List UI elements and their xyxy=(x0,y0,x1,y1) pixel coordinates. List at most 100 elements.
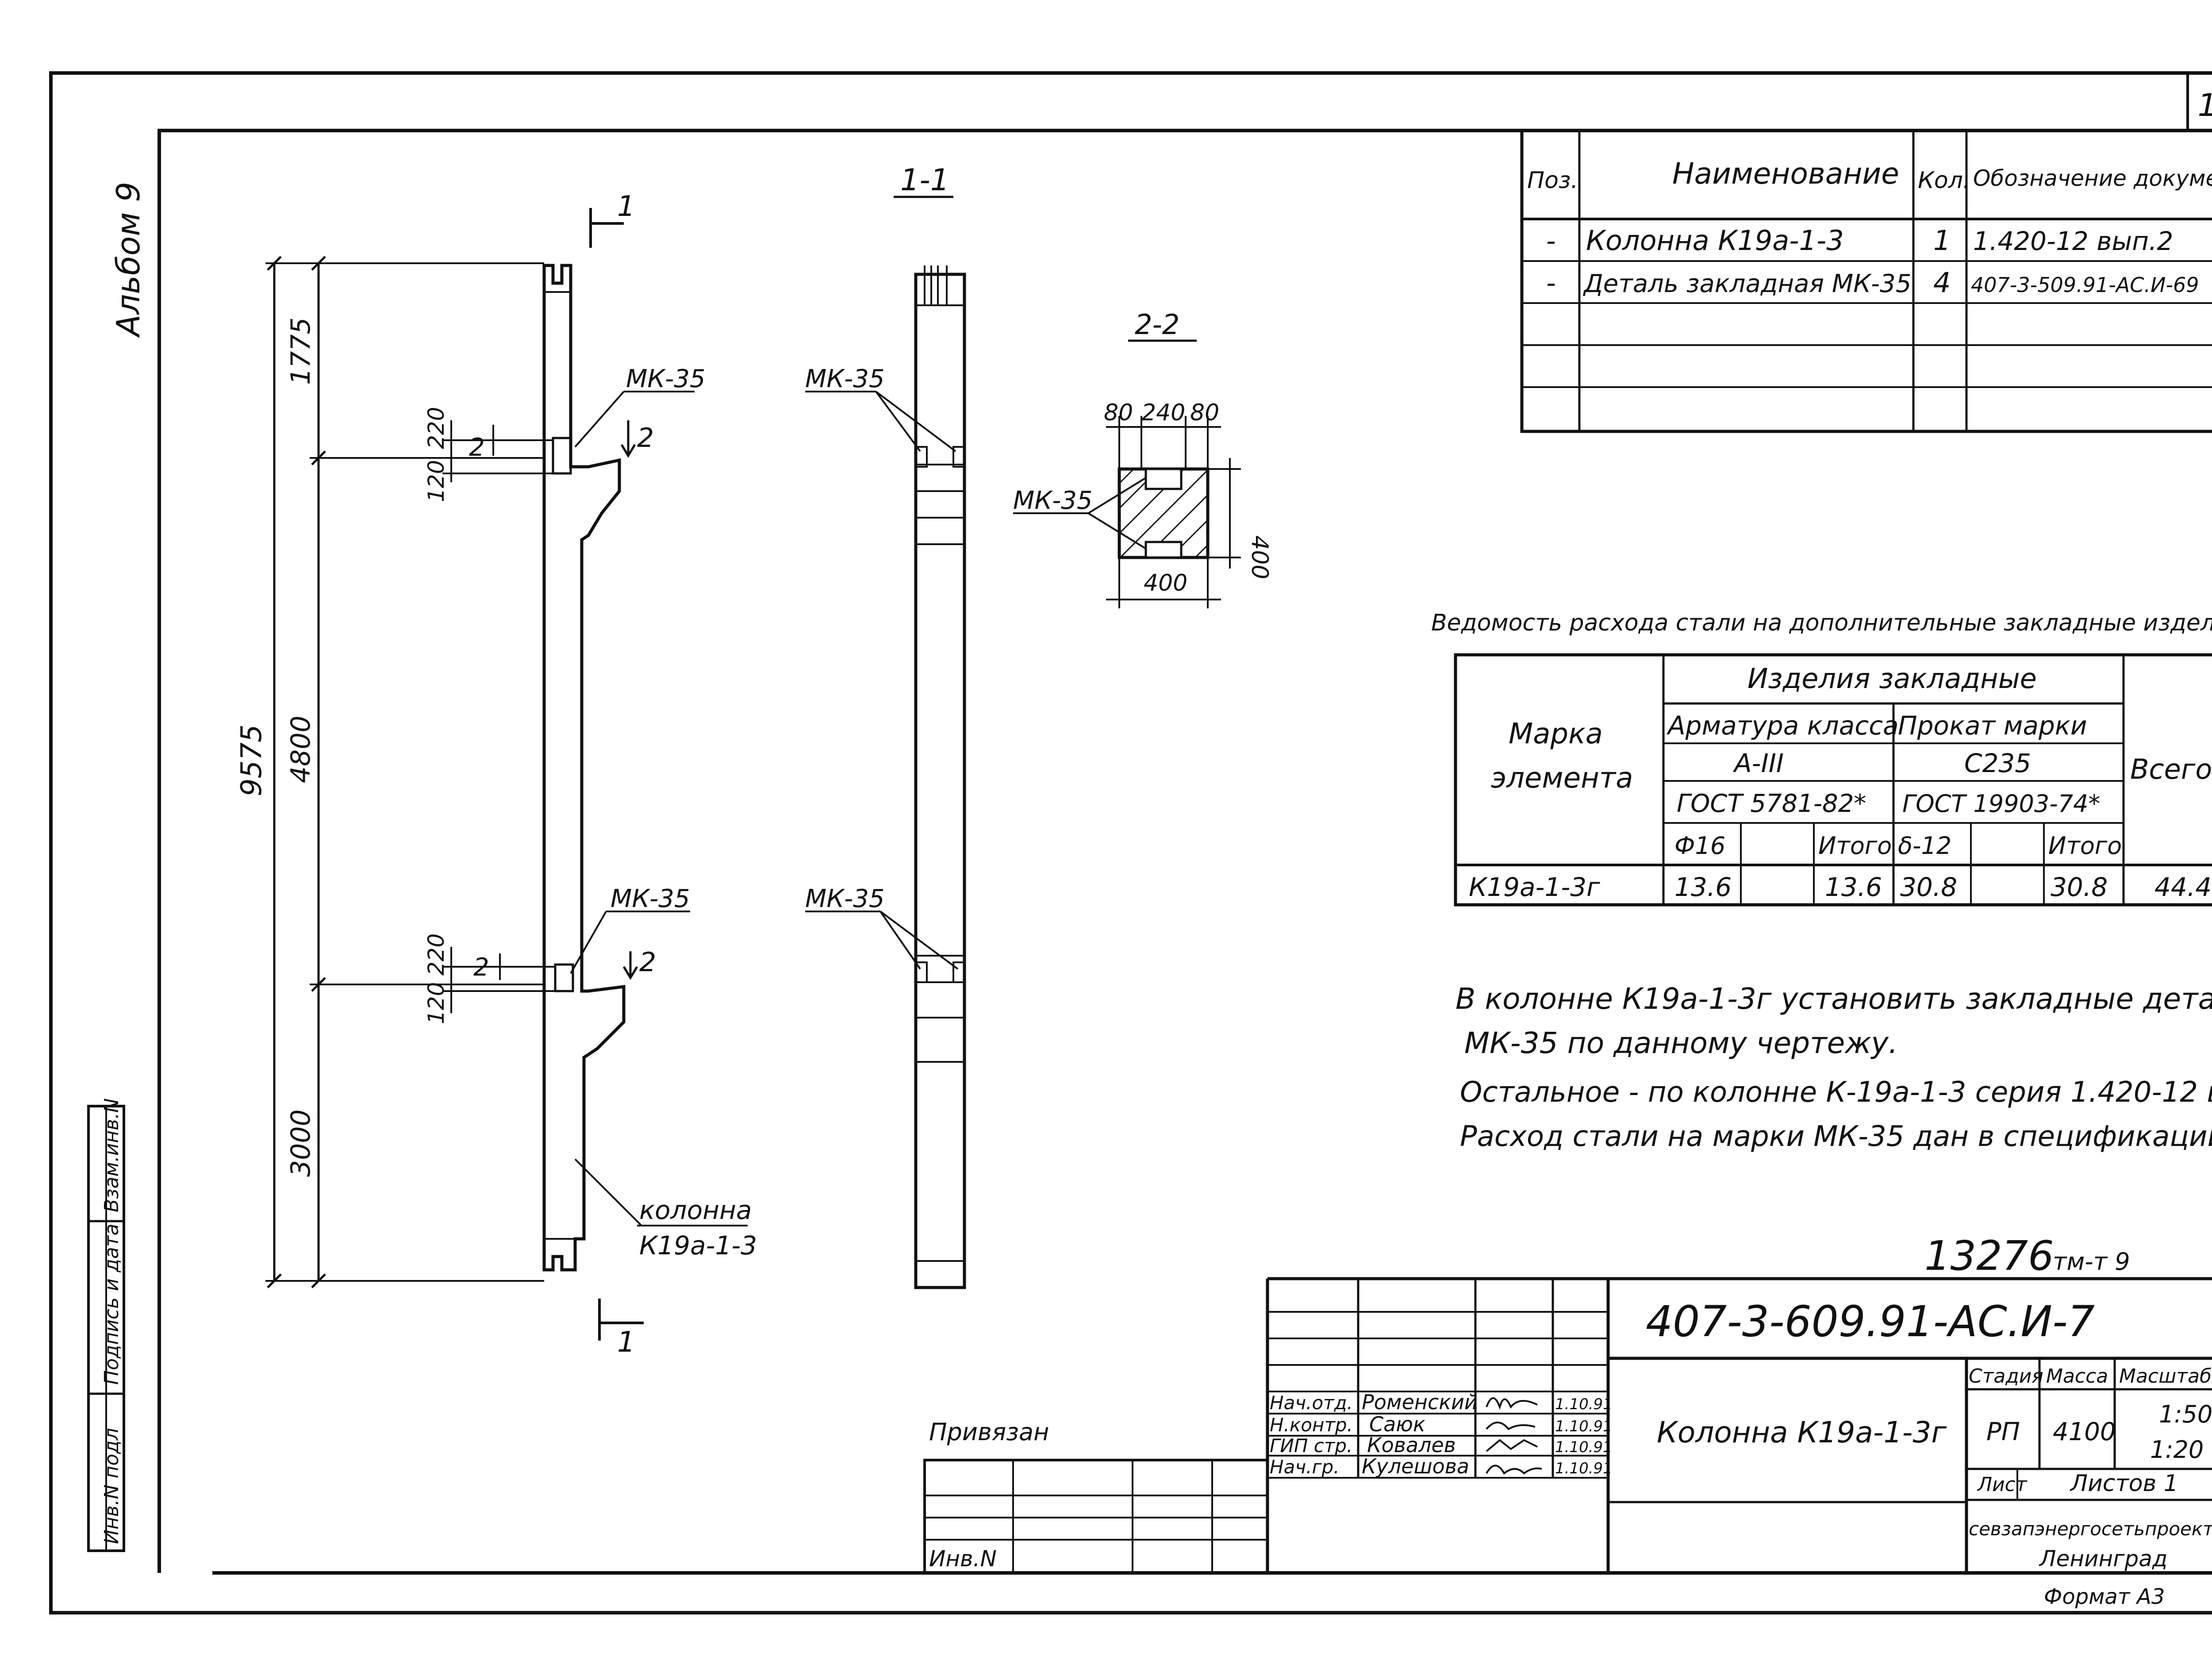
spec-header-qty: Кол. xyxy=(1918,167,1970,194)
outer-frame xyxy=(49,71,2212,1614)
org-name: севзапэнергосетьпроект xyxy=(1969,1518,2212,1540)
steel-row-total-2: 30.8 xyxy=(2051,872,2108,902)
steel-row-mark: К19а-1-3г xyxy=(1469,872,1600,902)
note-line-3: Остальное - по колонне К-19а-1-3 серия 1… xyxy=(1460,1076,2212,1109)
org-city: Ленинград xyxy=(2039,1546,2167,1572)
steel-sub-total-2: Итого xyxy=(2048,832,2122,860)
upper-part-label: МК-35 xyxy=(626,365,706,393)
spec-row-1-pos: - xyxy=(1546,226,1556,257)
steel-sub-total-1: Итого xyxy=(1818,832,1892,860)
archive-suffix: тм-т 9 xyxy=(2053,1248,2130,1276)
doc-code: 407-3-609.91-АС.И-7 xyxy=(1646,1297,2095,1346)
steel-sub-phi16: Ф16 xyxy=(1674,832,1725,860)
spec-row-2-name: Деталь закладная МК-35 xyxy=(1582,269,1911,298)
spec-header-pos: Поз. xyxy=(1527,167,1578,194)
section-mark-top: 1 xyxy=(617,190,635,223)
format-label: Формат А3 xyxy=(2044,1584,2165,1609)
steel-row-grand-total: 44.4 xyxy=(2154,872,2212,902)
sidebar-stamp: Инв.N подл Подпись и дата Взам.инв.N xyxy=(87,1098,125,1552)
section-2-2-dim-width: 400 xyxy=(1144,570,1187,596)
steel-row-phi16: 13.6 xyxy=(1674,872,1732,902)
sign-date-2: 1.10.91 xyxy=(1555,1418,1613,1435)
header-scale: Масштаб xyxy=(2119,1365,2212,1388)
lower-dim-2: 2 xyxy=(473,953,489,982)
scale-value-2: 1:20 xyxy=(2150,1436,2204,1464)
scale-value-1: 1:50 xyxy=(2159,1400,2212,1428)
spec-table: Поз. Наименование Кол. Обозначение докум… xyxy=(1520,129,2212,433)
sign-date-4: 1.10.91 xyxy=(1555,1460,1613,1477)
spec-row-1-qty: 1 xyxy=(1933,224,1951,257)
title-block: 407-3-609.91-АС.И-7 Колонна К19а-1-3г Ст… xyxy=(923,1277,2212,1574)
header-stage: Стадия xyxy=(1969,1365,2043,1388)
spec-header-name: Наименование xyxy=(1672,157,1899,191)
inner-frame xyxy=(157,129,2212,1573)
sidebar-label-inv: Инв.N подл xyxy=(100,1428,123,1544)
lower-cut-mark: 2 xyxy=(639,947,656,978)
note-line-1: В колонне К19а-1-3г установить закладные… xyxy=(1455,982,2212,1016)
steel-mark-header-1: Марка xyxy=(1509,718,1603,750)
embed-plate-lower xyxy=(554,963,574,992)
section-2-2-title: 2-2 xyxy=(1135,308,1179,341)
sheet-title: Колонна К19а-1-3г xyxy=(1657,1415,1947,1449)
sidebar-label-replaced: Взам.инв.N xyxy=(100,1098,123,1212)
section-2-2-dim-height: 400 xyxy=(1246,535,1273,579)
lower-dim-120: 120 xyxy=(423,982,449,1024)
section-2-2-part-label: МК-35 xyxy=(1013,486,1093,515)
mass-value: 4100 xyxy=(2053,1418,2116,1446)
spec-row-2-doc: 407-3-509.91-АС.И-69 xyxy=(1971,273,2199,297)
section-1-1-label-upper: МК-35 xyxy=(805,365,885,393)
column-outline xyxy=(542,264,626,1272)
spec-row-1-doc: 1.420-12 вып.2 xyxy=(1973,226,2173,256)
section-2-2-dim-left: 80 xyxy=(1104,400,1133,426)
section-2-2-dim-right: 80 xyxy=(1190,400,1219,426)
sign-role-4: Нач.гр. xyxy=(1270,1456,1340,1478)
sheets-label: Листов 1 xyxy=(2070,1470,2178,1497)
steel-rebar-gost: ГОСТ 5781-82* xyxy=(1677,789,1866,818)
sheet-label: Лист xyxy=(1977,1473,2028,1496)
sign-name-2: Саюк xyxy=(1369,1412,1425,1436)
sidebar-label-signature: Подпись и дата xyxy=(100,1224,123,1385)
sign-role-2: Н.контр. xyxy=(1270,1414,1353,1436)
section-2-2: 2-2 80 240 80 400 400 МК-35 xyxy=(1013,308,1273,608)
inv-no-label: Инв.N xyxy=(929,1546,997,1572)
spec-row-1-name: Колонна К19а-1-3 xyxy=(1586,224,1844,257)
spec-row-2-pos: - xyxy=(1546,268,1556,299)
lower-dim-220: 220 xyxy=(423,934,449,976)
lower-part-label: МК-35 xyxy=(611,884,690,913)
steel-table: Марка элемента Изделия закладные Арматур… xyxy=(1454,653,2212,907)
sign-name-1: Роменский xyxy=(1362,1390,1478,1414)
steel-mark-header-2: элемента xyxy=(1491,762,1633,795)
steel-rebar-grade: А-III xyxy=(1732,748,1784,778)
section-1-1-title: 1-1 xyxy=(900,163,949,198)
steel-rolled-gost: ГОСТ 19903-74* xyxy=(1902,790,2100,818)
sign-date-1: 1.10.91 xyxy=(1555,1395,1613,1413)
upper-dim-2: 2 xyxy=(469,433,485,462)
sign-role-3: ГИП стр. xyxy=(1270,1435,1352,1457)
header-mass: Масса xyxy=(2046,1365,2108,1388)
column-caption-2: К19а-1-3 xyxy=(639,1230,757,1261)
handwritten-signatures xyxy=(1486,1397,1542,1475)
note-line-2: МК-35 по данному чертежу. xyxy=(1464,1026,1898,1060)
sign-name-4: Кулешова xyxy=(1362,1454,1469,1478)
notes: В колонне К19а-1-3г установить закладные… xyxy=(1455,982,2212,1153)
dim-bottom: 3000 xyxy=(285,1109,316,1177)
spec-row-2-qty: 4 xyxy=(1933,266,1951,299)
steel-table-caption: Ведомость расхода стали на дополнительны… xyxy=(1431,610,2212,636)
stage-value: РП xyxy=(1986,1418,2020,1446)
embed-plate-upper xyxy=(552,437,572,475)
steel-row-total-1: 13.6 xyxy=(1825,872,1882,902)
section-1-1: 1-1 МК-35 МК-35 xyxy=(805,163,966,1289)
upper-dim-220: 220 xyxy=(423,407,449,449)
upper-dim-120: 120 xyxy=(423,460,449,502)
steel-total-header: Всего xyxy=(2130,753,2212,785)
steel-group-header: Изделия закладные xyxy=(1747,662,2037,695)
section-1-1-label-lower: МК-35 xyxy=(805,884,885,913)
dim-total: 9575 xyxy=(235,724,268,796)
steel-rebar-class: Арматура класса xyxy=(1666,711,1899,741)
steel-rolled-header: Прокат марки xyxy=(1898,711,2087,741)
upper-cut-mark: 2 xyxy=(637,423,654,454)
album-label: Альбом 9 xyxy=(110,182,147,338)
sign-date-3: 1.10.91 xyxy=(1555,1438,1613,1456)
dim-top: 1775 xyxy=(285,317,316,385)
archive-number: 13276 xyxy=(1924,1232,2054,1280)
